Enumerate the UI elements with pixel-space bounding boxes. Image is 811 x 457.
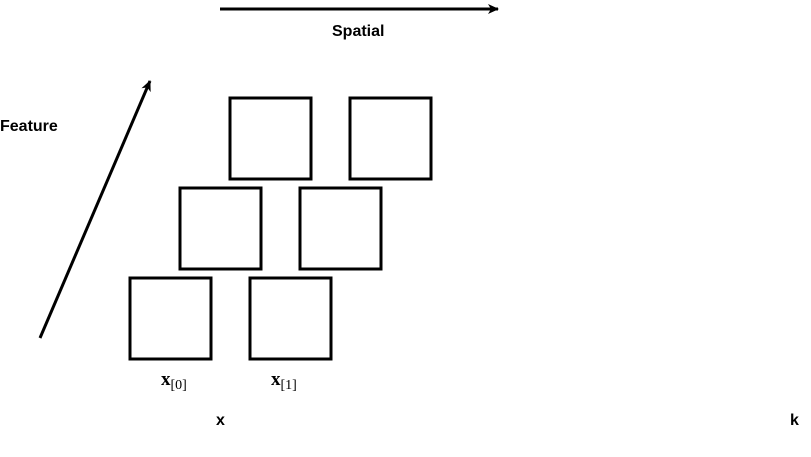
feature-box-layer1-pos0 — [128, 276, 213, 361]
k-label: k — [790, 412, 799, 429]
feature-box-layer2-pos1 — [298, 186, 383, 271]
feature-axis-label: Feature — [0, 118, 58, 135]
x-label: x — [216, 412, 225, 429]
feature-box-layer3-pos1 — [348, 96, 433, 181]
vector-x0-subscript: [0] — [170, 378, 187, 393]
feature-box-layer3-pos0 — [228, 96, 313, 181]
feature-axis-arrow — [38, 80, 152, 339]
spatial-axis-label: Spatial — [332, 23, 385, 40]
vector-label-x0: x[0] — [161, 370, 187, 396]
feature-box-layer2-pos0 — [178, 186, 263, 271]
feature-box-layer1-pos1 — [248, 276, 333, 361]
vector-x0-base: x — [161, 369, 171, 390]
vector-label-x1: x[1] — [271, 370, 297, 396]
vector-x1-base: x — [271, 369, 281, 390]
vector-x1-subscript: [1] — [280, 378, 297, 393]
